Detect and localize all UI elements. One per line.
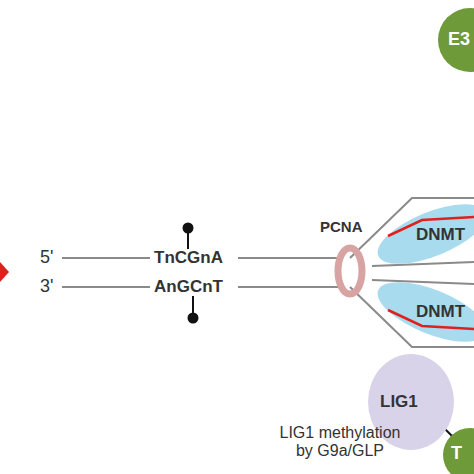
pcna-ring: PCNA bbox=[334, 244, 366, 298]
protein-circle: T bbox=[443, 428, 474, 474]
protein-circle: E3 bbox=[438, 8, 474, 72]
sequence: TnCGnA bbox=[154, 248, 238, 268]
strand-end: 5' bbox=[40, 247, 64, 268]
node-label: LIG1 bbox=[380, 392, 418, 412]
methyl-mark bbox=[183, 223, 199, 324]
arrow-tip bbox=[0, 262, 9, 282]
node-outline bbox=[334, 244, 366, 298]
node-label: DNMT bbox=[416, 302, 465, 322]
annotation: LIG1 methylation by G9a/GLP bbox=[270, 424, 410, 460]
protein-ellipse: DNMT bbox=[372, 276, 474, 348]
protein-ellipse: DNMT bbox=[372, 198, 474, 270]
strand-end: 3' bbox=[40, 276, 64, 297]
node-label: DNMT bbox=[416, 225, 465, 245]
node-label: T bbox=[451, 443, 462, 464]
dna-strands bbox=[62, 198, 474, 347]
sequence: AnGCnT bbox=[154, 277, 238, 297]
node-label: E3 bbox=[448, 29, 470, 50]
methyl-mark bbox=[440, 424, 460, 444]
node-label: PCNA bbox=[320, 218, 363, 235]
